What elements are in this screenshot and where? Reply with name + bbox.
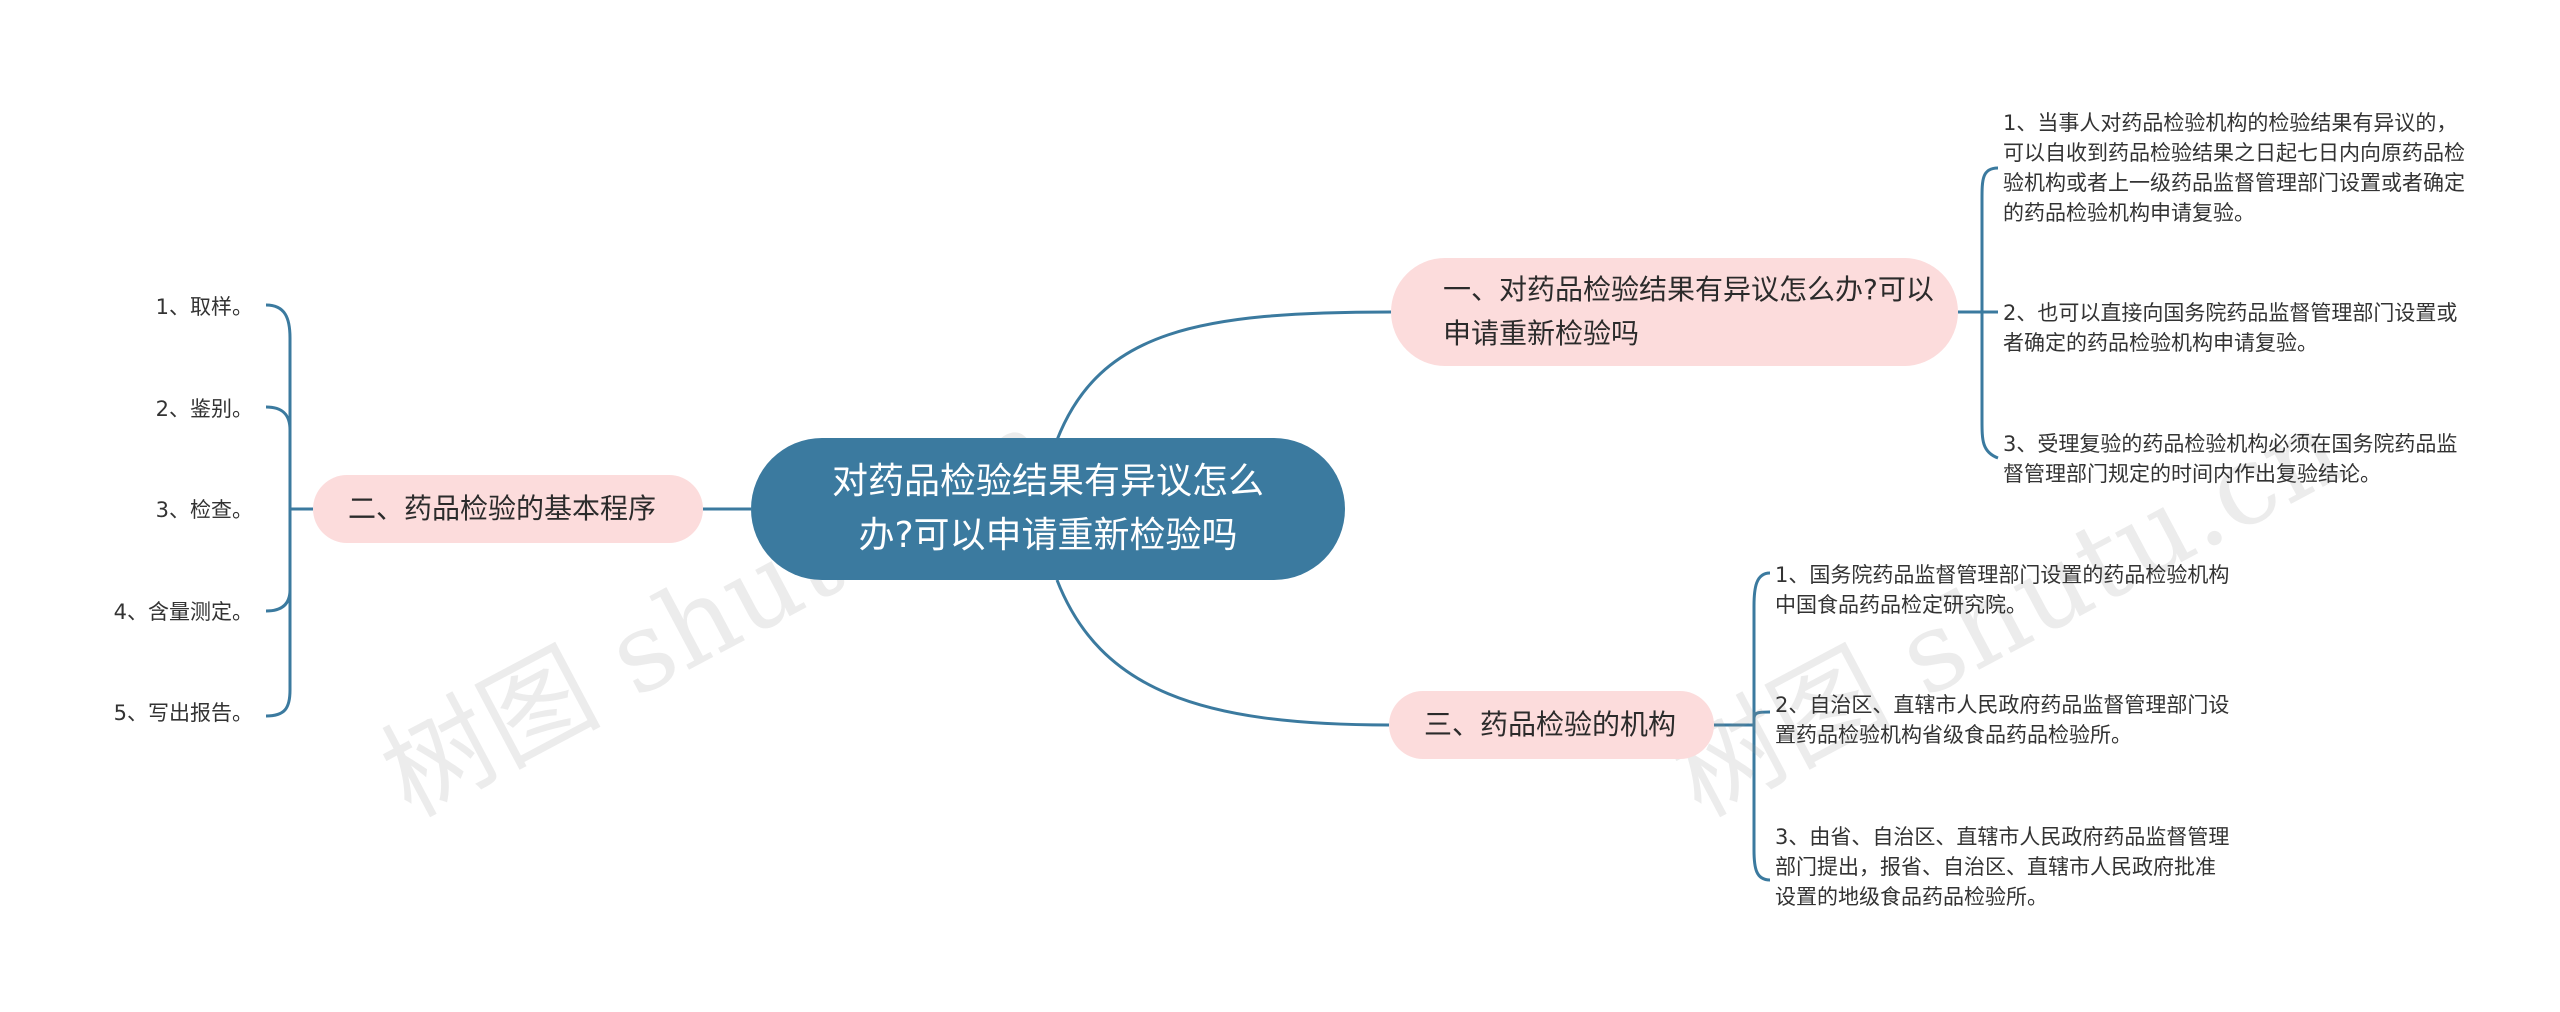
bracket-branch-1 — [1958, 166, 1999, 460]
branch-2-item-1[interactable]: 1、取样。 — [155, 295, 253, 319]
bracket-branch-3 — [1714, 571, 1771, 882]
branch-2-topic[interactable]: 二、药品检验的基本程序 — [313, 475, 703, 543]
branch-1-item-3[interactable]: 3、受理复验的药品检验机构必须在国务院药品监督管理部门规定的时间内作出复验结论。 — [2003, 432, 2458, 486]
connector-center-to-branch-3 — [1055, 579, 1390, 727]
branch-1-topic[interactable]: 一、对药品检验结果有异议怎么办?可以申请重新检验吗 — [1391, 258, 1958, 366]
bracket-branch-2 — [265, 303, 313, 718]
branch-1-item-2[interactable]: 2、也可以直接向国务院药品监督管理部门设置或者确定的药品检验机构申请复验。 — [2003, 301, 2458, 355]
branch-3-item-2[interactable]: 2、自治区、直辖市人民政府药品监督管理部门设置药品检验机构省级食品药品检验所。 — [1775, 693, 2230, 747]
branch-2-item-5[interactable]: 5、写出报告。 — [113, 701, 253, 725]
branch-2-item-4[interactable]: 4、含量测定。 — [113, 600, 253, 624]
branch-3-topic[interactable]: 三、药品检验的机构 — [1389, 691, 1714, 759]
branch-1-item-1[interactable]: 1、当事人对药品检验机构的检验结果有异议的，可以自收到药品检验结果之日起七日内向… — [2003, 111, 2465, 225]
branch-3-item-1[interactable]: 1、国务院药品监督管理部门设置的药品检验机构中国食品药品检定研究院。 — [1775, 563, 2230, 617]
connector-center-to-branch-1 — [1055, 310, 1392, 441]
branch-3-item-3[interactable]: 3、由省、自治区、直辖市人民政府药品监督管理部门提出，报省、自治区、直辖市人民政… — [1775, 825, 2230, 909]
branch-2-item-3[interactable]: 3、检查。 — [155, 498, 253, 522]
branch-2-item-2[interactable]: 2、鉴别。 — [155, 397, 253, 421]
central-topic[interactable]: 对药品检验结果有异议怎么办?可以申请重新检验吗 — [751, 438, 1345, 580]
